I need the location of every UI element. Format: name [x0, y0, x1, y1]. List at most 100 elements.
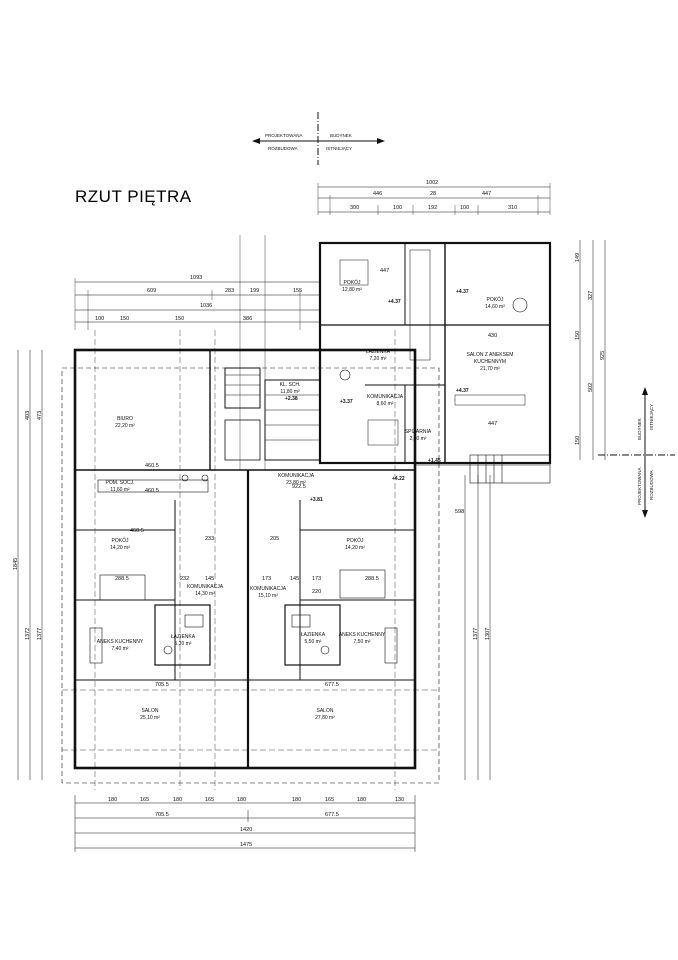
- dim-1377-left: 1377: [37, 628, 43, 640]
- dim-b180e: 180: [357, 797, 366, 803]
- idim-14: 220: [312, 589, 321, 595]
- room-pokoj-top-area: 12,80 m²: [342, 287, 362, 293]
- dim-150-right-b: 150: [575, 436, 581, 445]
- idim-12: 145: [290, 576, 299, 582]
- label-istniejacy-right: ISTNIEJĄCY: [649, 404, 654, 430]
- idim-9: 288.5: [365, 576, 379, 582]
- room-pom-socj-area: 11,60 m²: [110, 487, 130, 493]
- room-biuro-area: 22,20 m²: [115, 423, 135, 429]
- room-pokoj-right2: POKÓJ: [347, 537, 364, 544]
- idim-16: 447: [380, 268, 389, 274]
- label-projektowana-right: PROJEKTOWANA: [637, 467, 642, 505]
- room-komunikacja-main: KOMUNIKACJA: [278, 473, 315, 479]
- idim-6: 705.5: [155, 682, 169, 688]
- dim-b180c: 180: [237, 797, 246, 803]
- dim-150-right: 150: [575, 331, 581, 340]
- room-labels: BIURO 22,20 m² POKÓJ 12,80 m² POKÓJ 14,6…: [97, 279, 514, 721]
- level-2: +4.37: [456, 289, 469, 295]
- dim-100a: 100: [393, 205, 402, 211]
- room-lazienka-left: ŁAZIENKA: [171, 634, 196, 640]
- label-projektowana: PROJEKTOWANA: [265, 133, 303, 138]
- dim-b677: 677.5: [325, 812, 339, 818]
- idim-13: 173: [262, 576, 271, 582]
- dim-447: 447: [482, 191, 491, 197]
- dim-155: 155: [293, 288, 302, 294]
- level-6: +4.22: [392, 476, 405, 482]
- idim-7: 677.5: [325, 682, 339, 688]
- dim-b165a: 165: [140, 797, 149, 803]
- dim-100c: 100: [95, 316, 104, 322]
- idim-19: 598: [455, 509, 464, 515]
- dim-150b: 150: [175, 316, 184, 322]
- plan-title: RZUT PIĘTRA: [75, 187, 192, 206]
- label-rozbudowa-right: ROZBUDOWA: [649, 470, 654, 500]
- dimension-texts-side: 403 473 1845 1372 1377 149 327 150 502 9…: [13, 253, 606, 640]
- dimension-texts-top: 1002 446 28 447 300 100 192 100 310 1093…: [95, 180, 517, 322]
- existing-building-walls: [318, 241, 552, 465]
- dim-b165b: 165: [205, 797, 214, 803]
- fixtures: [89, 369, 398, 664]
- idim-8: 288.5: [115, 576, 129, 582]
- dim-473: 473: [37, 411, 43, 420]
- dim-100b: 100: [460, 205, 469, 211]
- dim-b180b: 180: [173, 797, 182, 803]
- room-salon-right-area: 27,80 m²: [315, 715, 335, 721]
- idim-18: 447: [488, 421, 497, 427]
- room-lazienka-right-area: 5,50 m²: [305, 639, 322, 645]
- dim-925: 925: [600, 351, 606, 360]
- level-5: +1.45: [428, 458, 441, 464]
- new-building-walls: [73, 348, 417, 770]
- room-kl-sch: KL. SCH.: [280, 382, 301, 388]
- room-pokoj-right: POKÓJ: [487, 296, 504, 303]
- room-salon-aneks-area: 21,70 m²: [480, 366, 500, 372]
- dim-300: 300: [350, 205, 359, 211]
- room-komunikacja-right-area: 15,10 m²: [258, 593, 278, 599]
- dim-1093: 1093: [190, 275, 202, 281]
- dim-1307: 1307: [485, 628, 491, 640]
- orientation-marker-top: PROJEKTOWANA ROZBUDOWA BUDYNEK ISTNIEJĄC…: [252, 112, 385, 165]
- idim-10: 232: [180, 576, 189, 582]
- level-1: +4.37: [388, 299, 401, 305]
- label-rozbudowa: ROZBUDOWA: [268, 146, 298, 151]
- room-lazienka-left-area: 5,30 m²: [175, 641, 192, 647]
- dim-150a: 150: [120, 316, 129, 322]
- room-lazienka-top-area: 7,20 m²: [370, 356, 387, 362]
- room-aneks-right-area: 7,50 m²: [354, 639, 371, 645]
- level-markers: +4.37 +4.37 +4.37 +3.37 +1.45 +4.22 +3.8…: [285, 289, 469, 503]
- idim-4: 205: [270, 536, 279, 542]
- room-salon-aneks-b: KUCHENNYM: [474, 359, 506, 365]
- dim-b165c: 165: [325, 797, 334, 803]
- idim-15: 173: [312, 576, 321, 582]
- dim-327: 327: [588, 291, 594, 300]
- room-komunikacja-right: KOMUNIKACJA: [250, 586, 287, 592]
- idim-3: 233: [205, 536, 214, 542]
- dim-283: 283: [225, 288, 234, 294]
- room-salon-left-area: 25,10 m²: [140, 715, 160, 721]
- room-lazienka-top: ŁAZIENKA: [366, 349, 391, 355]
- dim-149: 149: [575, 253, 581, 262]
- room-salon-left: SALON: [142, 708, 159, 714]
- room-aneks-left-area: 7,40 m²: [112, 646, 129, 652]
- dimension-lines-bottom: [74, 795, 416, 852]
- room-pokoj-left: POKÓJ: [112, 537, 129, 544]
- room-salon-right: SALON: [317, 708, 334, 714]
- label-budynek: BUDYNEK: [330, 133, 352, 138]
- room-pokoj-right-area: 14,60 m²: [485, 304, 505, 310]
- dim-b1420: 1420: [240, 827, 252, 833]
- dim-609: 609: [147, 288, 156, 294]
- dim-1036: 1036: [200, 303, 212, 309]
- dim-502: 502: [588, 383, 594, 392]
- room-pokoj-right2-area: 14,20 m²: [345, 545, 365, 551]
- dimension-lines-top: [74, 183, 551, 470]
- level-7: +3.81: [310, 497, 323, 503]
- room-biuro: BIURO: [117, 416, 133, 422]
- room-spizarnia: SPIŻARNIA: [405, 428, 432, 435]
- level-3: +4.37: [456, 388, 469, 394]
- grid-lines: [62, 330, 440, 790]
- terrace-area: [415, 454, 551, 484]
- dim-1372: 1372: [25, 628, 31, 640]
- dimension-texts-bottom: 180 165 180 165 180 180 165 180 130 705.…: [108, 797, 404, 848]
- idim-2: 460.5: [130, 528, 144, 534]
- room-aneks-right: ANEKS KUCHENNY: [339, 632, 386, 638]
